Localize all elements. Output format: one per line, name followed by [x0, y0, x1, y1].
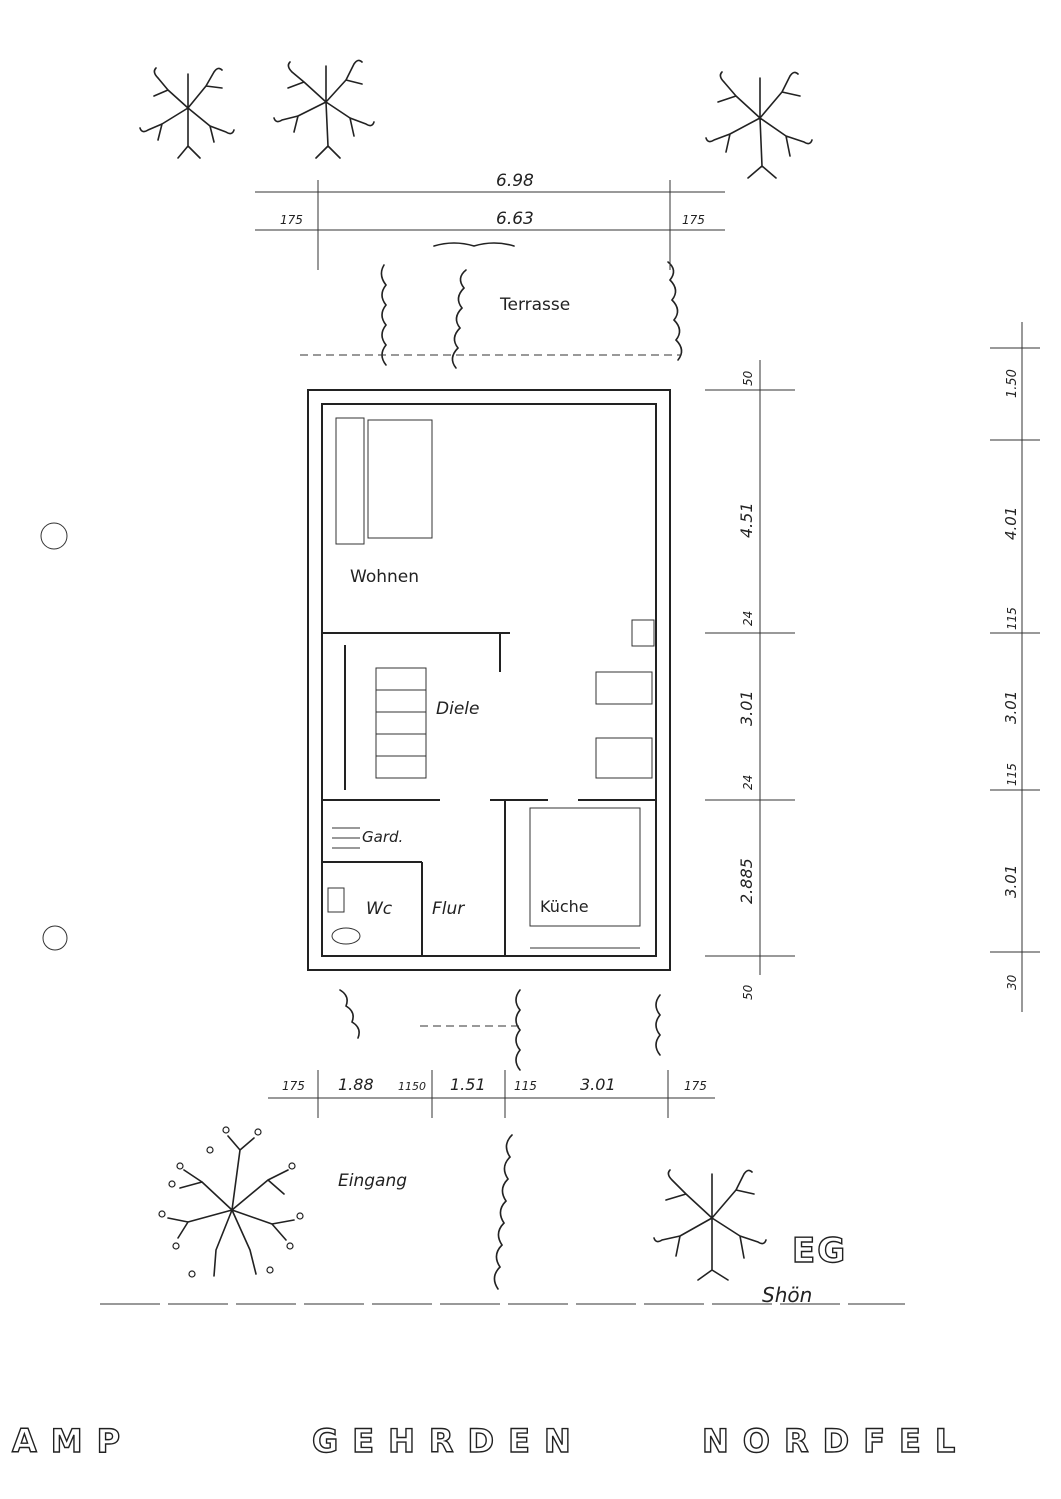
room-label-terrasse: Terrasse — [499, 295, 570, 315]
tree-bottom-right-icon — [653, 1169, 767, 1281]
dim-right-inner-2: 4.51 — [737, 502, 756, 538]
tree-bottom-left-icon — [158, 1126, 304, 1278]
dim-left-wall: 175 — [280, 213, 303, 227]
dim-right-outer-3: 115 — [1005, 607, 1019, 630]
footer-right: NORDFEL — [702, 1422, 969, 1460]
dim-right-wall: 175 — [682, 213, 705, 227]
dim-right-outer-4: 3.01 — [1002, 691, 1020, 724]
dim-right-inner-4: 3.01 — [737, 690, 756, 726]
dim-right-outer-6: 3.01 — [1002, 865, 1020, 898]
dim-right-outer-2: 4.01 — [1002, 507, 1020, 540]
dim-right-inner-5: 24 — [741, 775, 755, 790]
dim-bottom-3: 1150 — [398, 1080, 426, 1093]
tree-top-right-icon — [705, 71, 813, 179]
dim-bottom-6: 3.01 — [580, 1075, 616, 1094]
punch-hole-top — [40, 522, 68, 550]
tree-top-left-1-icon — [139, 67, 235, 159]
tree-top-left-2-icon — [273, 59, 375, 159]
dim-right-outer-5: 115 — [1005, 763, 1019, 786]
room-label-wc: Wc — [366, 899, 393, 919]
dim-right-inner-7: 50 — [741, 984, 755, 1000]
dimension-lines — [255, 180, 1040, 1118]
floor-label: EG — [792, 1231, 847, 1271]
punch-hole-bottom — [42, 925, 68, 951]
room-label-eingang: Eingang — [338, 1171, 407, 1191]
dim-inner-width: 6.63 — [496, 209, 534, 229]
room-label-kueche: Küche — [540, 897, 589, 916]
dim-right-outer-1: 1.50 — [1005, 369, 1020, 398]
dim-right-outer-7: 30 — [1005, 974, 1019, 990]
dim-bottom-7: 175 — [684, 1079, 707, 1093]
room-label-diele: Diele — [436, 699, 479, 719]
footer-center: GEHRDEN — [312, 1422, 585, 1460]
building-walls — [300, 354, 680, 1027]
dim-bottom-2: 1.88 — [338, 1075, 374, 1094]
dim-right-inner-3: 24 — [741, 611, 755, 626]
dim-bottom-5: 115 — [514, 1079, 537, 1093]
signature: Shön — [762, 1283, 812, 1307]
hedge-sketches — [339, 242, 683, 1290]
room-label-gard: Gard. — [362, 828, 403, 846]
dim-right-inner-6: 2.885 — [737, 858, 756, 904]
dim-bottom-1: 175 — [282, 1079, 305, 1093]
dim-right-inner-1: 50 — [741, 370, 755, 386]
dim-bottom-4: 1.51 — [450, 1075, 486, 1094]
footer-left: AMP — [12, 1422, 134, 1460]
dim-overall-width: 6.98 — [496, 171, 534, 191]
room-label-flur: Flur — [432, 899, 465, 919]
room-label-wohnen: Wohnen — [350, 567, 419, 587]
